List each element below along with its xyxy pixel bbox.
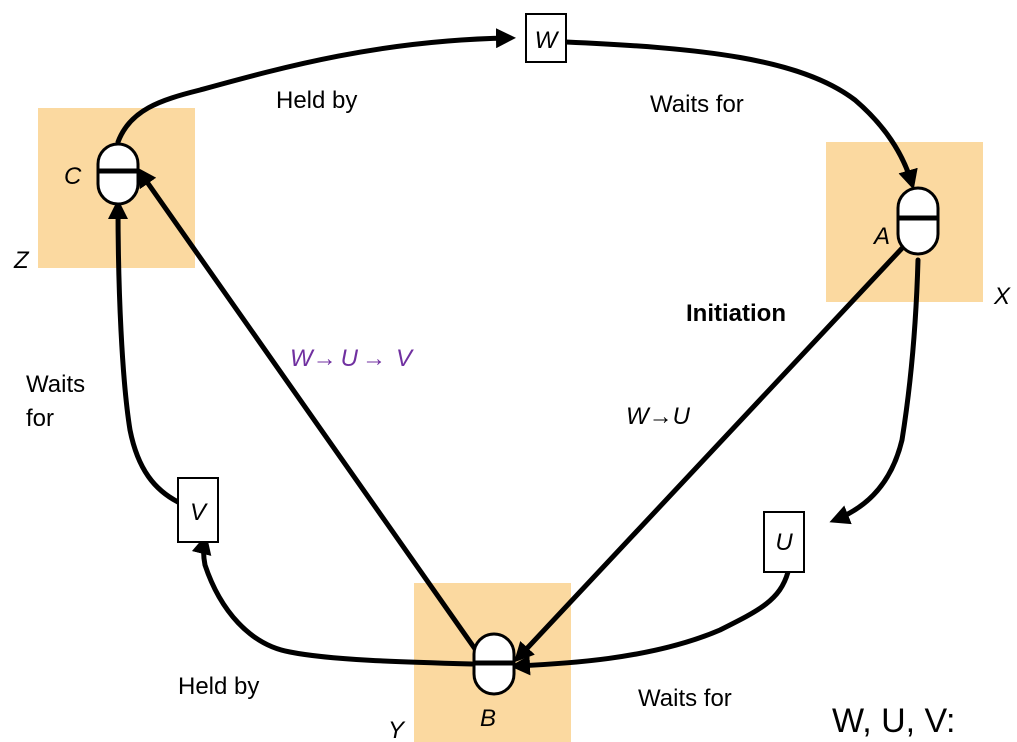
waits-for-left-line-2: for [26,405,54,432]
probe-wu-u: U [673,403,691,430]
transaction-a-label: A [872,223,890,250]
waits-for-left-line-1: Waits [26,371,85,398]
waits-for-top-label: Waits for [650,91,744,118]
server-y-label: Y [388,717,406,742]
transaction-c-lock-icon [96,142,140,206]
probe-wuv-arrow-1: → [313,345,337,372]
probe-edge-a-to-b [513,241,909,663]
probe-edge-b-to-c [136,167,483,659]
probe-wuv-w: W [290,345,315,372]
object-w-label: W [535,27,560,54]
held-by-top-label: Held by [276,87,357,114]
object-v-label: V [190,499,208,526]
edge-v-waits-c [108,199,181,505]
object-u: U [763,511,805,573]
object-v: V [177,477,219,543]
edge-w-waits-a [563,39,918,190]
edge-b-held-v [191,534,475,667]
object-u-label: U [775,529,793,556]
probe-wuv-label: W→U→V [290,345,414,372]
transaction-b-lock-icon [472,632,516,696]
edge-c-held-w [115,28,516,145]
probe-wu-arrow-1: → [649,403,673,430]
probe-wuv-v: V [396,345,414,372]
object-w: W [525,13,567,63]
server-z-label: Z [13,247,30,274]
transaction-b-label: B [480,705,496,732]
transaction-a-lock-icon [896,186,940,256]
transaction-c-label: C [64,163,82,190]
waits-for-left-label: Waits for [26,371,92,432]
edge-u-waits-b [510,569,791,676]
initiation-label: Initiation [686,300,786,327]
server-x-label: X [993,283,1011,310]
waits-for-bottom-label: Waits for [638,685,732,712]
held-by-bottom-label: Held by [178,673,259,700]
edge-a-waits-u [829,257,921,525]
probe-wuv-arrow-2: → [362,345,386,372]
probe-wu-w: W [626,403,651,430]
footer-objects-label: W, U, V: [832,702,955,740]
probe-wu-label: W→U [626,403,691,430]
probe-wuv-u: U [341,345,359,372]
